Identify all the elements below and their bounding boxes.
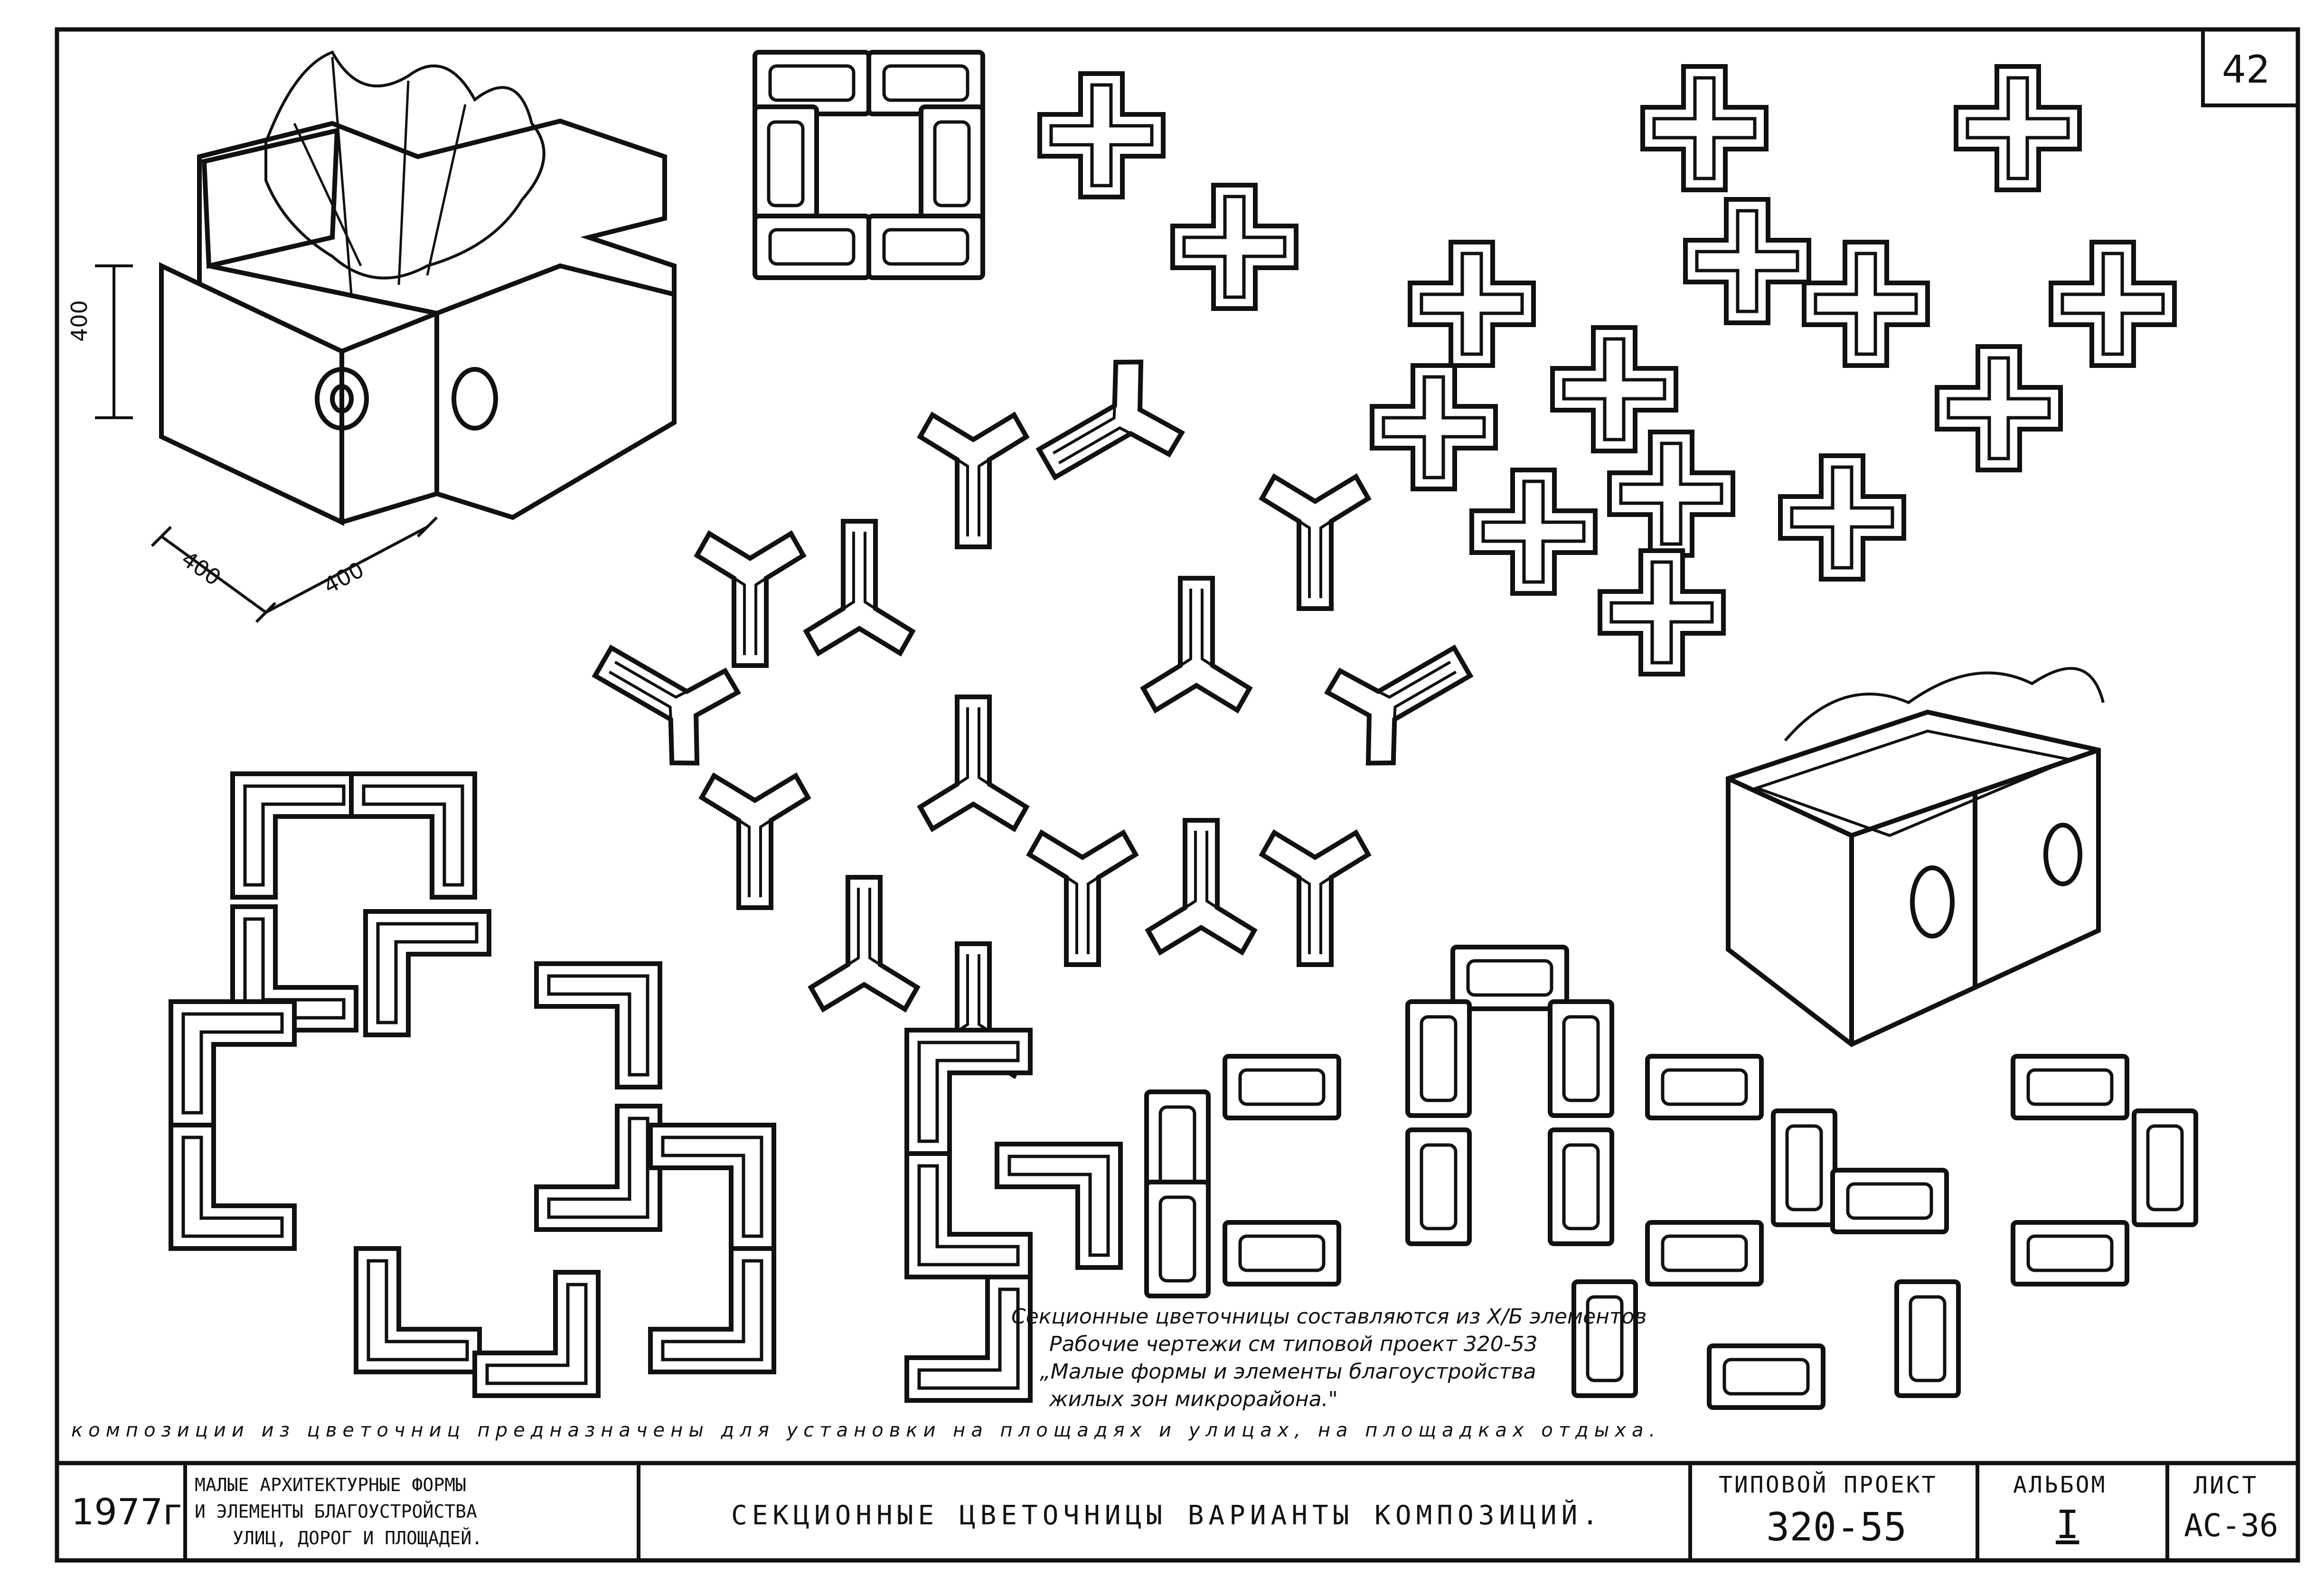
project-label: ТИПОВОЙ ПРОЕКТ xyxy=(1719,1472,1938,1498)
project-value: 320-55 xyxy=(1766,1505,1907,1550)
composition-caption: композиции из цветочниц предназначены дл… xyxy=(71,1419,1661,1441)
note-line: Рабочие чертежи см типовой проект 320-53 xyxy=(1049,1332,1538,1356)
drawing-title: СЕКЦИОННЫЕ ЦВЕТОЧНИЦЫ ВАРИАНТЫ КОМПОЗИЦИ… xyxy=(731,1500,1603,1531)
album-value: I xyxy=(2056,1502,2079,1548)
note-line: жилых зон микрорайона." xyxy=(1049,1387,1338,1411)
sheet-value: АС-36 xyxy=(2184,1507,2278,1544)
composition-note: Секционные цветочницы составляются из Х/… xyxy=(1011,1303,1647,1413)
title-block-organization: МАЛЫЕ АРХИТЕКТУРНЫЕ ФОРМЫ И ЭЛЕМЕНТЫ БЛА… xyxy=(195,1472,482,1551)
dimension-height: 400 xyxy=(66,300,92,342)
sheet-number: 42 xyxy=(2222,47,2270,92)
square-ring-composition xyxy=(755,52,983,278)
planter-double-isometric xyxy=(1726,667,2105,1047)
twin-cross-composition xyxy=(1040,74,1296,309)
organization-line: УЛИЦ, ДОРОГ И ПЛОЩАДЕЙ. xyxy=(233,1528,483,1549)
honeycomb-composition xyxy=(576,351,1488,1076)
organization-line: И ЭЛЕМЕНТЫ БЛАГОУСТРОЙСТВА xyxy=(195,1501,477,1522)
note-line: „Малые формы и элементы благоустройства xyxy=(1040,1360,1536,1384)
note-line: Секционные цветочницы составляются из Х/… xyxy=(1011,1305,1647,1329)
title-block-year: 1977г xyxy=(71,1491,182,1533)
album-label: АЛЬБОМ xyxy=(2013,1472,2107,1498)
sheet-number-box xyxy=(2201,28,2300,107)
l-element-cross-composition xyxy=(171,774,774,1396)
plus-field-composition xyxy=(1372,66,2174,674)
organization-line: МАЛЫЕ АРХИТЕКТУРНЫЕ ФОРМЫ xyxy=(195,1474,466,1495)
sheet-label: ЛИСТ xyxy=(2193,1472,2258,1499)
planter-cross-isometric xyxy=(95,50,677,623)
sheet-frame xyxy=(55,27,2300,1563)
